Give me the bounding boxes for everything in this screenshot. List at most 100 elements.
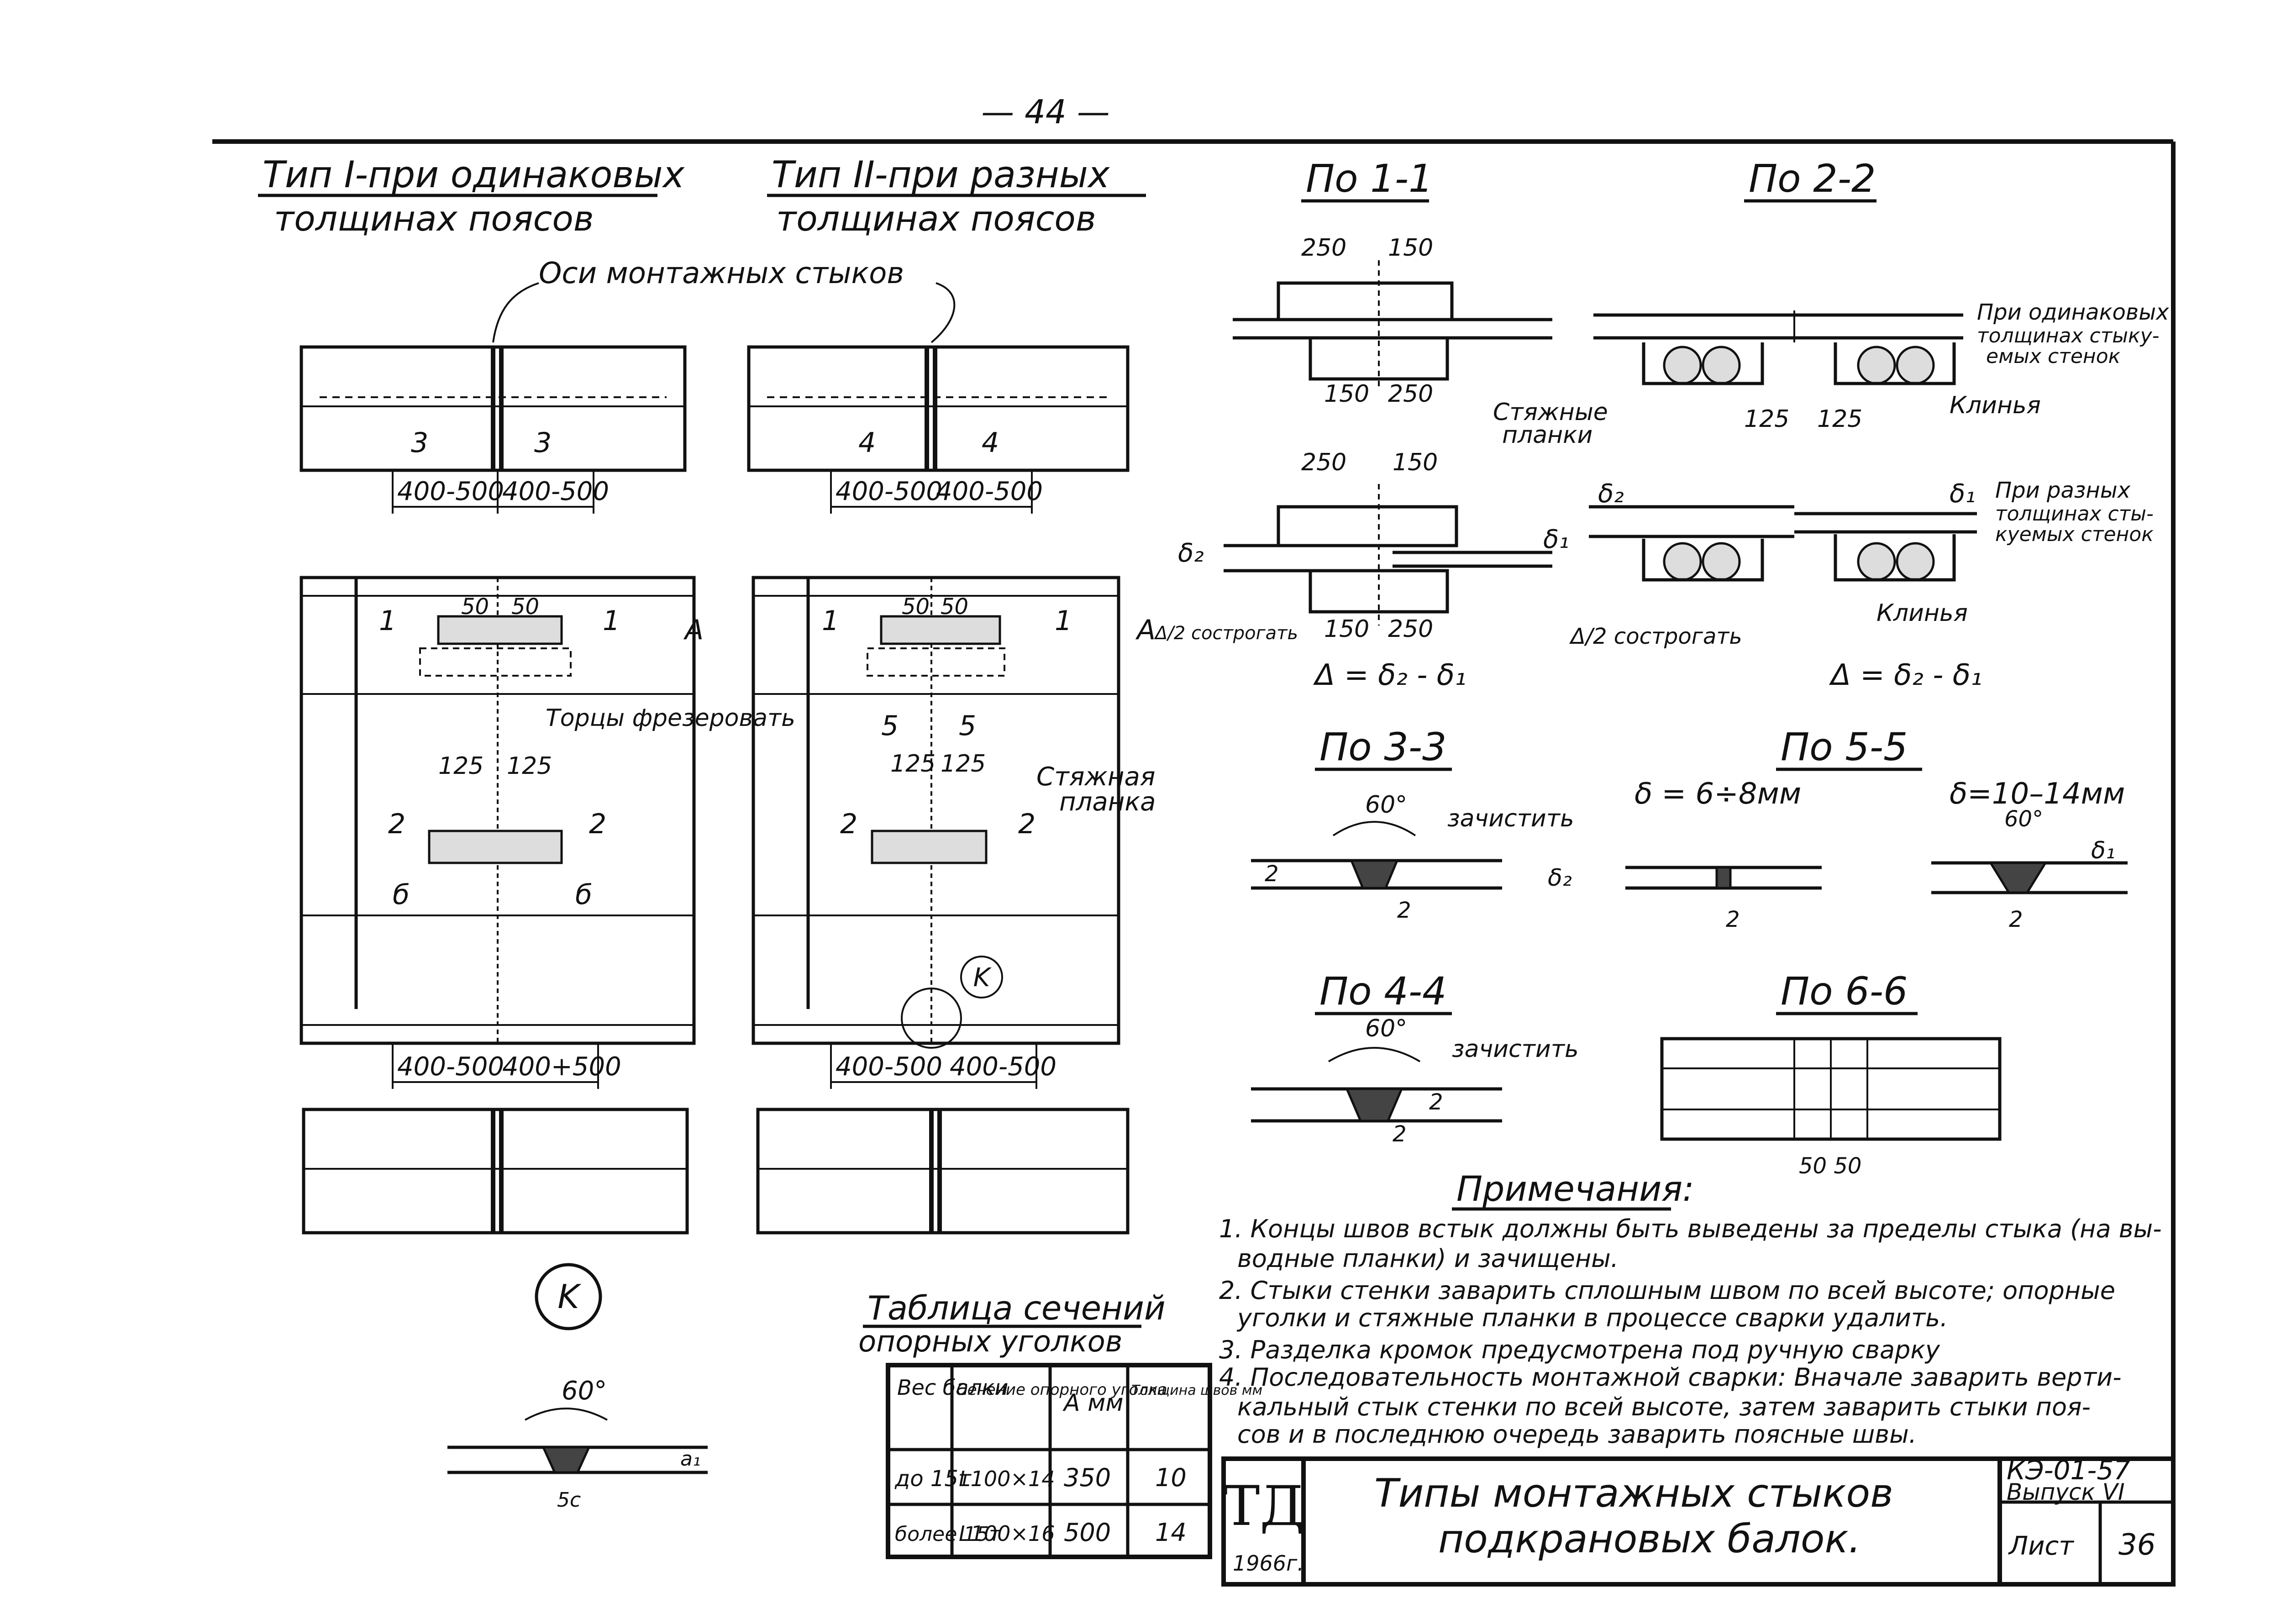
- diff-thick-2: толщинах сты-: [1995, 502, 2154, 526]
- styazhnaya-label: Стяжная: [1036, 762, 1155, 792]
- type2-elevation-small: [747, 345, 1130, 514]
- section-5-5-thick-weld: [1931, 861, 2128, 894]
- s11-delta-formula: Δ = δ₂ - δ₁: [1313, 658, 1466, 692]
- title-block-frame: [1221, 1456, 2176, 1587]
- cut-2-right-t1: 2: [589, 808, 606, 840]
- title-line-1: Типы монтажных стыков: [1374, 1471, 1893, 1516]
- dim-400-500-f: 400+500: [502, 1052, 621, 1082]
- section-3-3-title: По 3-3: [1319, 725, 1446, 769]
- cut-1-right: 1: [603, 605, 620, 637]
- s11-dim-150-b: 150: [1324, 380, 1369, 408]
- table-r2-A: 500: [1064, 1518, 1111, 1547]
- axes-label: Оси монтажных стыков: [539, 257, 904, 290]
- detail-K-circle: [535, 1263, 602, 1330]
- notes-title: Примечания:: [1456, 1168, 1694, 1209]
- dim-A-type1: A: [683, 614, 704, 646]
- note-1b: водные планки) и зачищены.: [1237, 1244, 1619, 1273]
- type1-bottom-elevation: [302, 1108, 689, 1235]
- detail-K-a1: a₁: [680, 1447, 701, 1471]
- cut-6-right: б: [575, 879, 592, 911]
- type1-heading: Тип I-при одинаковых: [263, 153, 685, 196]
- table-title-2: опорных уголков: [858, 1325, 1122, 1359]
- axes-leader-1: [492, 282, 539, 343]
- section-2-2-diff: [1589, 505, 1977, 582]
- note-3: 3. Разделка кромок предусмотрена под руч…: [1219, 1335, 1940, 1364]
- table-header-weight: Вес балки: [897, 1375, 1008, 1400]
- s22-delta-2: δ₂: [1598, 479, 1624, 509]
- table-r1-weight: до 15т: [894, 1466, 972, 1492]
- table-r1-section: L100×14: [959, 1466, 1055, 1491]
- K-marker-circle: [960, 956, 1003, 999]
- dim-A-type2: A: [1135, 614, 1156, 646]
- doc-code: КЭ-01-57: [2007, 1455, 2130, 1486]
- wedges-label-2: Клинья: [1876, 599, 1968, 627]
- same-thick-1: При одинаковых: [1977, 300, 2169, 325]
- section-2-2-title: По 2-2: [1749, 156, 1876, 201]
- dim-125-a: 125: [438, 752, 484, 780]
- tortsy-label: Торцы фрезеровать: [546, 704, 795, 732]
- s11-dim-150-d: 150: [1324, 615, 1369, 643]
- cut-3-right: 3: [534, 427, 552, 459]
- table-r2-weld: 14: [1155, 1518, 1187, 1547]
- s55-delta-range-1: δ = 6÷8мм: [1635, 777, 1801, 811]
- s55-delta-range-2: δ=10–14мм: [1950, 777, 2125, 811]
- s22-delta-formula: Δ = δ₂ - δ₁: [1829, 658, 1982, 692]
- note-4a: 4. Последовательность монтажной сварки: …: [1219, 1363, 2122, 1392]
- cut-2-right-t2: 2: [1018, 808, 1035, 840]
- dim-125-b: 125: [507, 752, 552, 780]
- note-4c: сов и в последнюю очередь заварить поясн…: [1237, 1420, 1917, 1449]
- diff-thick-1: При разных: [1995, 478, 2131, 503]
- angles-table-grid: [886, 1363, 1212, 1559]
- wedges-label-1: Клинья: [1950, 392, 2041, 419]
- type1-subheading: толщинах поясов: [274, 198, 594, 239]
- section-4-4-title: По 4-4: [1319, 969, 1446, 1014]
- s33-dim-2-b: 2: [1397, 898, 1411, 923]
- detail-K-5c: 5c: [557, 1488, 581, 1512]
- s33-zachistit: зачистить: [1447, 805, 1574, 832]
- s11-dim-250-a: 250: [1301, 234, 1346, 262]
- cut-1-left: 1: [379, 605, 396, 637]
- section-5-5-title: По 5-5: [1781, 725, 1908, 769]
- title-year: 1966г.: [1233, 1551, 1304, 1576]
- s55-dim-2-b: 2: [2009, 907, 2023, 932]
- section-3-3-weld: [1251, 821, 1502, 890]
- cut-2-left-t2: 2: [840, 808, 857, 840]
- dim-400-500-a: 400-500: [397, 477, 504, 506]
- s66-dim-50-50: 50 50: [1799, 1153, 1861, 1179]
- dim-400-500-c: 400-500: [836, 477, 942, 506]
- dim-400-500-g: 400-500: [836, 1052, 942, 1082]
- table-header-A: A мм: [1062, 1389, 1124, 1417]
- diff-thick-3: куемых стенок: [1995, 523, 2154, 546]
- s55-delta-1: δ₁: [2091, 837, 2115, 864]
- cut-2-left-t1: 2: [388, 808, 405, 840]
- s44-dim-2-a: 2: [1393, 1121, 1407, 1147]
- detail-K-weld: [447, 1408, 708, 1474]
- type1-elevation-small: [300, 345, 687, 514]
- s11-dim-250-b: 250: [1388, 380, 1433, 408]
- section-6-6-plan: [1660, 1037, 2002, 1141]
- cut-6-left: б: [393, 879, 410, 911]
- logo-TD: ТД: [1223, 1475, 1304, 1538]
- s44-dim-2-b: 2: [1429, 1089, 1443, 1115]
- s44-angle: 60°: [1365, 1015, 1407, 1042]
- dim-400-500-b: 400-500: [502, 477, 609, 506]
- table-header-welds: Толщина швов мм: [1131, 1382, 1262, 1398]
- sheet-number: 36: [2118, 1528, 2155, 1562]
- styazhnye-label: Стяжные: [1493, 399, 1608, 426]
- s55-angle: 60°: [2004, 806, 2043, 832]
- type2-elevation-large: [752, 576, 1120, 1089]
- doc-issue: Выпуск VI: [2007, 1479, 2125, 1505]
- sheet-label: Лист: [2008, 1531, 2074, 1561]
- section-1-1-same: [1233, 260, 1552, 388]
- type2-subheading: толщинах поясов: [776, 198, 1096, 239]
- table-header-section: Сечение опорного уголка: [957, 1381, 1167, 1399]
- dim-400-500-e: 400-500: [397, 1052, 504, 1082]
- sostrogat-1: Δ/2 сострогать: [1154, 623, 1298, 644]
- s44-zachistit: зачистить: [1452, 1035, 1579, 1063]
- table-r1-weld: 10: [1155, 1463, 1187, 1492]
- section-2-2-same: [1593, 310, 1963, 385]
- s33-dim-2-a: 2: [1265, 861, 1279, 887]
- type2-heading: Тип II-при разных: [772, 153, 1110, 196]
- s22-delta-1: δ₁: [1950, 479, 1976, 509]
